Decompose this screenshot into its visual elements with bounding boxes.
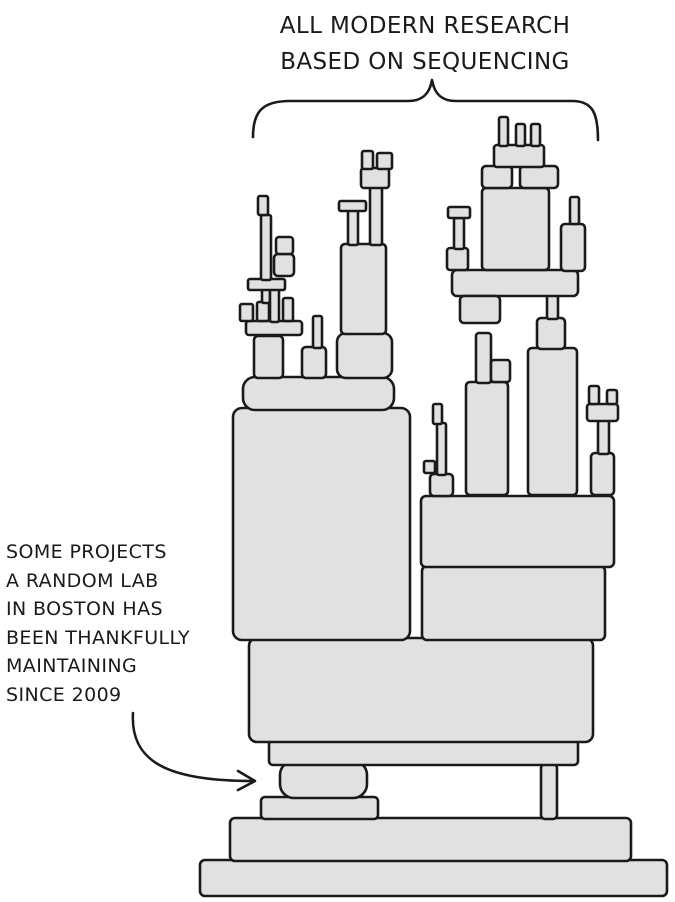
- cap-b: [359, 166, 391, 190]
- top-tip-b: [514, 122, 527, 148]
- small-spire-post: [435, 421, 448, 477]
- left-top-slab: [241, 375, 396, 412]
- small-post: [311, 314, 324, 350]
- side-caption-line-1: SOME PROJECTS: [6, 541, 167, 563]
- column-b-cap: [535, 316, 567, 351]
- curly-brace: [251, 78, 600, 142]
- cap-a: [337, 199, 368, 213]
- tiny-top-right: [375, 151, 394, 171]
- right-column-b: [526, 346, 579, 497]
- post-b: [368, 185, 384, 247]
- upper-right-post: [559, 222, 587, 273]
- rounded-block: [335, 331, 394, 380]
- arrow-head: [236, 769, 257, 792]
- top-caption-line-2: BASED ON SEQUENCING: [280, 49, 570, 75]
- left-tall-block: [231, 406, 412, 642]
- side-caption-line-5: MAINTAINING: [6, 655, 138, 677]
- side-caption: SOME PROJECTS A RANDOM LAB IN BOSTON HAS…: [6, 538, 246, 709]
- far-right-block: [589, 451, 616, 497]
- small-spire-tip: [431, 402, 444, 426]
- left-upper-cap: [446, 205, 472, 220]
- side-caption-line-4: BEEN THANKFULLY: [6, 626, 190, 649]
- far-right-post: [596, 418, 611, 456]
- top-center-mid: [492, 143, 546, 169]
- right-column-a: [464, 380, 510, 497]
- top-tip-c: [529, 122, 542, 148]
- top-caption: ALL MODERN RESEARCH BASED ON SEQUENCING: [200, 8, 650, 80]
- upper-right-tip: [568, 195, 581, 226]
- second-slab: [228, 816, 633, 863]
- small-spire-base: [428, 472, 455, 498]
- annotation-arrow: [131, 711, 255, 783]
- cap-right: [518, 164, 560, 190]
- left-center-tall-block: [339, 242, 388, 336]
- far-right-tip-b: [605, 388, 619, 406]
- left-stub: [252, 334, 285, 380]
- column-a-side: [489, 358, 512, 384]
- slab-support: [458, 294, 502, 325]
- small-spire-side: [422, 459, 437, 475]
- upper-slab: [450, 268, 580, 298]
- side-caption-line-6: SINCE 2009: [6, 683, 122, 706]
- left-upper-box: [445, 246, 470, 272]
- right-lower-block: [420, 564, 607, 642]
- spire-post-b: [268, 287, 281, 324]
- top-caption-line-1: ALL MODERN RESEARCH: [279, 13, 571, 39]
- random-lab-block: [278, 759, 369, 800]
- base-slab: [198, 858, 669, 898]
- crossbeam: [267, 738, 580, 767]
- spire-small-a: [238, 302, 255, 323]
- tiny-top-left: [360, 149, 375, 171]
- left-upper-post: [452, 216, 466, 251]
- column-b-post: [545, 293, 560, 321]
- far-right-tip-a: [587, 384, 601, 406]
- thin-support-post: [539, 762, 559, 821]
- side-caption-line-2: A RANDOM LAB: [6, 569, 159, 592]
- top-tip-a: [497, 115, 510, 148]
- wide-middle-block: [247, 636, 595, 744]
- far-right-bar: [585, 402, 620, 423]
- spire-small-c: [281, 296, 295, 323]
- small-post-block: [300, 345, 328, 380]
- spire-small-b: [255, 300, 271, 323]
- column-a-post: [474, 331, 493, 385]
- spire-tall-post: [259, 213, 273, 282]
- post-a: [346, 208, 360, 247]
- spire-box-b: [274, 235, 295, 256]
- right-upper-block: [419, 494, 616, 569]
- side-caption-line-3: IN BOSTON HAS: [6, 598, 163, 620]
- spire-box-a: [272, 252, 296, 278]
- top-center-block: [480, 186, 551, 272]
- small-slab: [259, 795, 380, 821]
- cap-left: [480, 164, 514, 190]
- spire-tip: [256, 194, 270, 217]
